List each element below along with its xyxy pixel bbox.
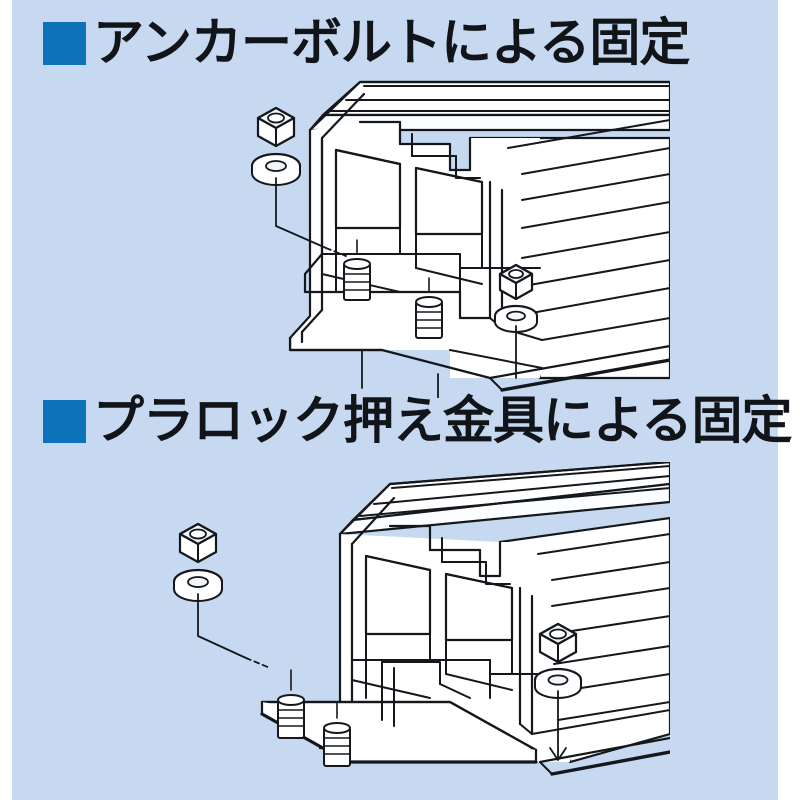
section-heading-label: プラロック押え金具による固定	[93, 392, 792, 451]
blue-square-bullet-icon	[43, 22, 86, 65]
section-heading-label: アンカーボルトによる固定	[93, 14, 690, 73]
section-heading-clamp-bracket: プラロック押え金具による固定	[43, 392, 792, 451]
blue-square-bullet-icon	[43, 400, 86, 443]
anchor-bolt-mounting-diagram	[150, 78, 670, 398]
puraroku-clamp-bracket-mounting-diagram	[150, 462, 670, 792]
section-heading-anchor-bolt: アンカーボルトによる固定	[43, 14, 690, 73]
